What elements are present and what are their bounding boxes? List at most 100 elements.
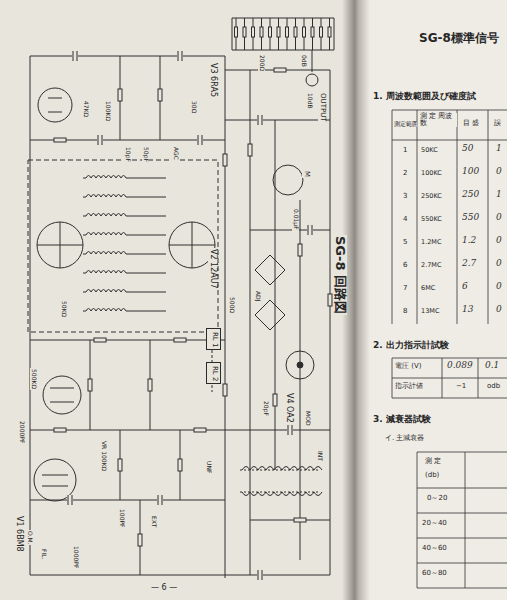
capacitor-plate	[262, 115, 263, 125]
table-text: 1.2MC	[420, 239, 442, 246]
handwritten-value: 0	[495, 213, 503, 223]
component-label: 500KΩ	[30, 368, 37, 390]
resistor-symbol	[118, 89, 122, 101]
transformer-winding	[242, 492, 250, 496]
table-text: 3	[402, 193, 408, 201]
capacitor-plate	[202, 135, 203, 145]
handwritten-value: 2.7	[461, 259, 477, 269]
component-label: 100PF	[118, 508, 125, 529]
component-label: 50pF	[142, 146, 149, 163]
handwritten-value: 0.1	[484, 361, 500, 371]
transformer-winding	[266, 492, 274, 496]
coil-symbol	[86, 309, 126, 312]
table-text: 13MC	[420, 308, 440, 315]
handwritten-value: 0	[495, 167, 503, 177]
table-text: 50KC	[420, 147, 439, 154]
resistor-symbol	[88, 379, 92, 391]
component-label: M	[302, 170, 310, 178]
relay-label: RL 2	[210, 366, 218, 381]
attenuator-wire	[295, 18, 296, 50]
resistor-symbol	[303, 27, 306, 37]
table-text: 目 盛	[462, 120, 480, 128]
capacitor-plate	[102, 135, 103, 145]
resistor-symbol	[118, 459, 122, 471]
resistor-symbol	[277, 27, 280, 37]
component-label: V1 6BM8	[14, 515, 23, 553]
attenuator-wire	[270, 18, 271, 50]
component-label: FIL.	[40, 548, 47, 560]
handwritten-value: 1	[495, 190, 503, 200]
coil-symbol	[86, 214, 126, 217]
table-text: 測 定 周波数	[419, 113, 457, 127]
component-label: 0.01μF	[292, 208, 299, 231]
coil-symbol	[86, 290, 126, 293]
handwritten-value: 100	[461, 167, 480, 177]
transformer-winding	[298, 492, 306, 496]
coil-lead	[83, 197, 86, 198]
table-text: 550KC	[420, 216, 443, 223]
handwritten-value: 250	[461, 190, 480, 200]
table-text: 60～80	[421, 570, 448, 578]
coil-lead	[83, 254, 86, 255]
component-label: 0dB	[300, 54, 307, 68]
coil-lead	[83, 216, 86, 217]
handwritten-value: 6	[461, 282, 469, 292]
handwritten-value: 1.2	[461, 236, 477, 246]
resistor-symbol	[94, 338, 106, 342]
component-label: V3 6RA5	[208, 62, 217, 98]
resistor-symbol	[178, 459, 182, 471]
table-text: 誤	[493, 120, 502, 128]
resistor-symbol	[298, 244, 302, 256]
capacitor-gap	[257, 570, 263, 580]
circuit-wires	[28, 18, 334, 578]
component-label: OUTPUT	[318, 92, 326, 123]
relay-box: RL 1	[206, 328, 221, 350]
coil-lead	[126, 311, 166, 312]
capacitor-gap	[197, 135, 203, 145]
coil-symbol	[86, 252, 126, 255]
capacitor-plate	[182, 51, 183, 61]
capacitor-gap	[287, 425, 293, 435]
component-label: 200Ω	[258, 54, 265, 72]
attenuator-wire	[321, 18, 322, 50]
component-label: AGC	[172, 146, 179, 161]
transformer-winding	[290, 467, 298, 471]
table-text: −1	[455, 383, 467, 391]
attenuator-wire	[236, 18, 237, 50]
transformer-winding	[258, 492, 266, 496]
resistor-symbol	[252, 27, 255, 37]
resistor-symbol	[273, 394, 277, 406]
coil-symbol	[86, 233, 126, 236]
attenuator-wire	[287, 18, 288, 50]
component-label: 10dB	[306, 92, 313, 110]
transformer-winding	[306, 467, 314, 471]
table-text: イ. 主減衰器	[384, 435, 425, 443]
table-text: — 6 —	[150, 584, 178, 593]
handwritten-value: 1	[495, 144, 503, 154]
transformer-winding	[266, 467, 274, 471]
component-label: SG-8 回路図	[333, 235, 347, 315]
table-text: 7	[402, 285, 408, 293]
resistor-symbol	[174, 338, 186, 342]
component-label: EXT	[150, 515, 157, 528]
resistor-symbol	[54, 428, 66, 432]
component-label: O.M.	[26, 530, 33, 545]
capacitor-plate	[262, 570, 263, 580]
table-text: 2.7MC	[420, 262, 442, 269]
transformer-winding	[258, 467, 266, 471]
repeated-parts	[54, 18, 332, 580]
capacitor-plate	[158, 495, 159, 505]
coil-symbol	[86, 195, 126, 198]
left-page	[0, 0, 350, 600]
table-text: 0～20	[426, 495, 448, 503]
coil-lead	[126, 273, 166, 274]
relay-label: RL 1	[210, 332, 218, 347]
transformer-winding	[298, 467, 306, 471]
attenuator-wire	[312, 18, 313, 50]
capacitor-gap	[307, 225, 313, 235]
table-text: 8	[402, 308, 408, 316]
capacitor-plate	[77, 51, 78, 61]
transformer-winding	[250, 492, 258, 496]
table-text: 1. 周波数範囲及び確度試	[372, 92, 477, 102]
capacitor-gap	[157, 495, 163, 505]
